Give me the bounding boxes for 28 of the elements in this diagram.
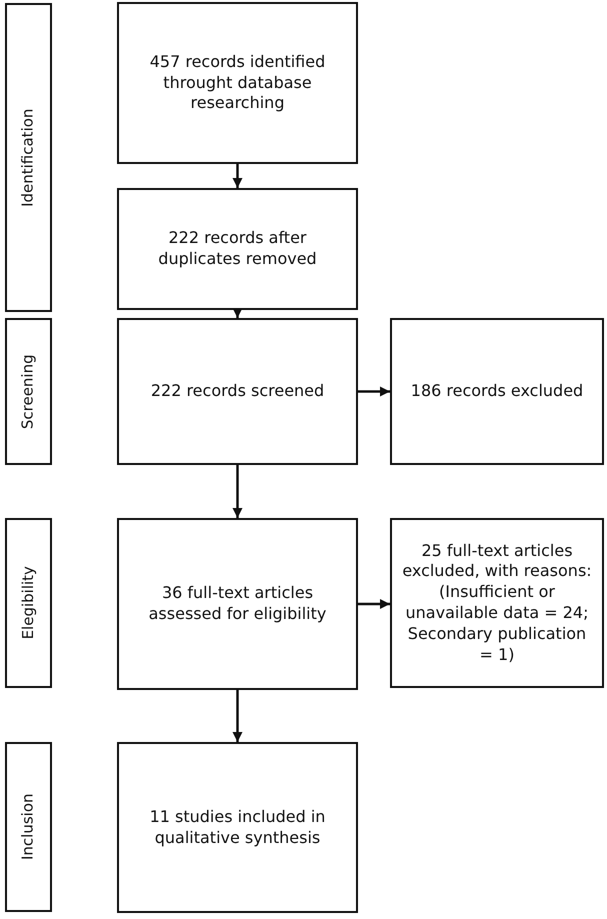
stage-band xyxy=(5,742,52,912)
stage-label: Identification xyxy=(18,108,38,207)
arrow xyxy=(232,164,242,188)
process-box xyxy=(117,742,358,913)
process-box xyxy=(117,2,358,164)
process-box xyxy=(117,318,358,465)
stage-label: Elegibility xyxy=(18,566,38,640)
arrow xyxy=(232,465,242,518)
box-text: 25 full-text articles excluded, with reasons: (Insufficient or unavailable data = 24; Secondary publication = 1) xyxy=(401,540,593,666)
box-text: 186 records excluded xyxy=(410,381,584,402)
process-box xyxy=(390,518,604,688)
stage-band xyxy=(5,318,52,465)
stage-label: Inclusion xyxy=(18,794,38,860)
stage-band xyxy=(5,3,52,312)
process-box xyxy=(117,518,358,690)
process-box xyxy=(390,318,604,465)
arrow xyxy=(232,690,242,742)
box-text: 457 records identified throught database researching xyxy=(148,52,326,114)
arrow xyxy=(358,386,390,396)
box-text: 11 studies included in qualitative synthesis xyxy=(148,806,326,848)
box-text: 222 records screened xyxy=(150,381,324,402)
stage-label: Screening xyxy=(18,354,38,429)
arrow xyxy=(358,599,390,609)
box-text: 36 full-text articles assessed for eligibility xyxy=(148,583,328,625)
box-text: 222 records after duplicates removed xyxy=(157,228,318,270)
process-box xyxy=(117,188,358,310)
arrow xyxy=(232,308,242,318)
stage-band xyxy=(5,518,52,688)
